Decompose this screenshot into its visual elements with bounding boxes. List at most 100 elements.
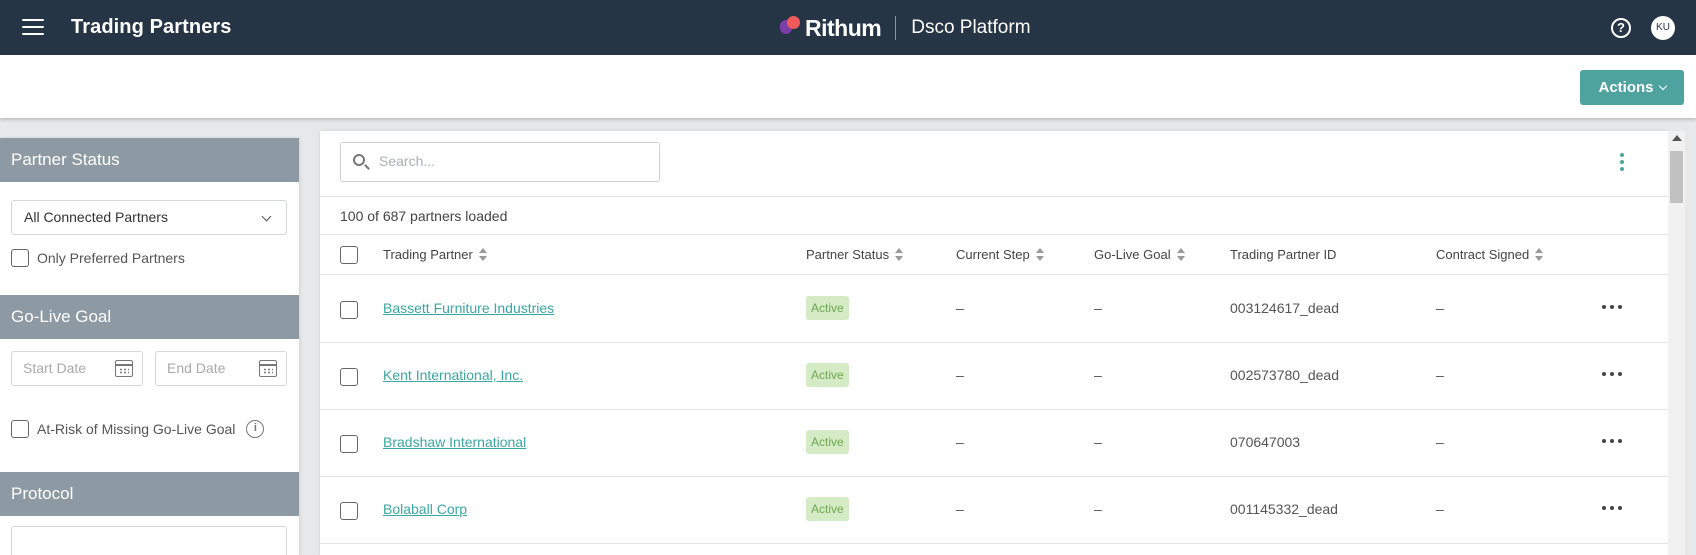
status-badge: Active [806,430,849,454]
end-date-placeholder: End Date [167,360,226,376]
column-current-step[interactable]: Current Step [956,247,1044,262]
table-row: Bolaball Corp Active – – 001145332_dead … [320,477,1668,544]
column-partner-status[interactable]: Partner Status [806,247,904,262]
partner-status-selected: All Connected Partners [24,209,168,225]
protocol-heading: Protocol [0,472,299,516]
column-trading-partner[interactable]: Trading Partner [383,247,487,262]
partner-link[interactable]: Kent International, Inc. [383,367,524,383]
actions-button-label: Actions [1598,79,1654,96]
partner-id-value: 002573780_dead [1230,367,1340,383]
contract-signed-value: – [1436,300,1444,316]
partner-id-value: 003124617_dead [1230,300,1340,316]
column-label: Partner Status [806,247,890,262]
column-contract-signed[interactable]: Contract Signed [1436,247,1544,262]
contract-signed-value: – [1436,367,1444,383]
sort-icon[interactable] [895,248,904,261]
search-input[interactable] [379,153,649,169]
sort-icon[interactable] [478,248,487,261]
row-more-icon[interactable] [1602,305,1622,311]
search-box[interactable] [340,142,660,182]
contract-signed-value: – [1436,434,1444,450]
row-checkbox[interactable] [340,502,358,520]
platform-name: Dsco Platform [911,17,1031,38]
sort-icon[interactable] [1035,248,1044,261]
scrollbar-thumb[interactable] [1670,151,1683,203]
start-date-input[interactable]: Start Date [11,351,143,386]
sort-icon[interactable] [1535,248,1544,261]
contract-signed-value: – [1436,501,1444,517]
menu-icon[interactable] [22,19,44,37]
status-badge: Active [806,363,849,387]
chevron-down-icon [261,211,272,222]
info-icon[interactable]: i [246,420,265,438]
start-date-placeholder: Start Date [23,360,87,376]
table-row: Bassett Furniture Industries Active – – … [320,276,1668,343]
calendar-icon[interactable] [115,360,133,377]
table-row: Bradshaw International Active – – 070647… [320,410,1668,477]
partner-link[interactable]: Bradshaw International [383,434,527,450]
brand: Rithum Dsco Platform [780,12,1031,44]
partner-link[interactable]: Bolaball Corp [383,501,468,517]
partners-panel: 100 of 687 partners loaded Trading Partn… [320,131,1668,555]
column-trading-partner-id: Trading Partner ID [1230,247,1336,262]
at-risk-label: At-Risk of Missing Go-Live Goal [37,421,236,437]
current-step-value: – [956,300,964,316]
help-icon[interactable]: ? [1611,18,1631,38]
partner-link[interactable]: Bassett Furniture Industries [383,300,555,316]
preferred-partners-option[interactable]: Only Preferred Partners [0,249,299,267]
date-range: Start Date End Date [0,351,299,386]
row-checkbox[interactable] [340,368,358,386]
current-step-value: – [956,367,964,383]
row-more-icon[interactable] [1602,506,1622,512]
partner-status-heading: Partner Status [0,138,299,182]
scroll-up-arrow-icon[interactable] [1672,135,1682,141]
loaded-count: 100 of 687 partners loaded [320,196,1668,235]
end-date-input[interactable]: End Date [155,351,287,386]
avatar[interactable]: KU [1651,16,1675,40]
rithum-logo-icon [780,16,800,40]
go-live-goal-heading: Go-Live Goal [0,295,299,339]
table-options-icon[interactable] [1619,153,1625,173]
select-all-checkbox[interactable] [340,246,358,264]
column-label: Trading Partner [383,247,473,262]
column-go-live-goal[interactable]: Go-Live Goal [1094,247,1185,262]
go-live-goal-value: – [1094,501,1102,517]
at-risk-checkbox[interactable] [11,420,29,438]
protocol-select[interactable] [11,526,287,555]
current-step-value: – [956,501,964,517]
sort-icon[interactable] [1176,248,1185,261]
brand-divider [895,16,897,40]
row-more-icon[interactable] [1602,439,1622,445]
action-bar: Actions [0,55,1696,118]
row-checkbox[interactable] [340,435,358,453]
column-label: Contract Signed [1436,247,1530,262]
go-live-goal-value: – [1094,434,1102,450]
filter-sidebar: Partner Status All Connected Partners On… [0,138,299,555]
chevron-down-icon [1658,81,1667,90]
partner-status-select[interactable]: All Connected Partners [11,200,287,235]
preferred-partners-checkbox[interactable] [11,249,29,267]
row-checkbox[interactable] [340,301,358,319]
preferred-partners-label: Only Preferred Partners [37,250,185,266]
row-more-icon[interactable] [1602,372,1622,378]
search-icon [353,154,365,166]
table-header: Trading Partner Partner Status Current S… [320,235,1668,275]
column-label: Current Step [956,247,1030,262]
status-badge: Active [806,497,849,521]
actions-button[interactable]: Actions [1580,70,1684,105]
brand-name: Rithum [805,14,882,41]
column-label: Go-Live Goal [1094,247,1171,262]
go-live-goal-value: – [1094,300,1102,316]
at-risk-option[interactable]: At-Risk of Missing Go-Live Goal i [0,420,299,438]
calendar-icon[interactable] [259,360,277,377]
top-nav-bar: Trading Partners Rithum Dsco Platform ? … [0,0,1696,55]
status-badge: Active [806,296,849,320]
page-title: Trading Partners [71,16,232,38]
partner-id-value: 001145332_dead [1230,501,1338,517]
partner-id-value: 070647003 [1230,434,1301,450]
go-live-goal-value: – [1094,367,1102,383]
table-row: Kent International, Inc. Active – – 0025… [320,343,1668,410]
scrollbar[interactable] [1668,131,1685,555]
column-label: Trading Partner ID [1230,247,1337,262]
current-step-value: – [956,434,964,450]
